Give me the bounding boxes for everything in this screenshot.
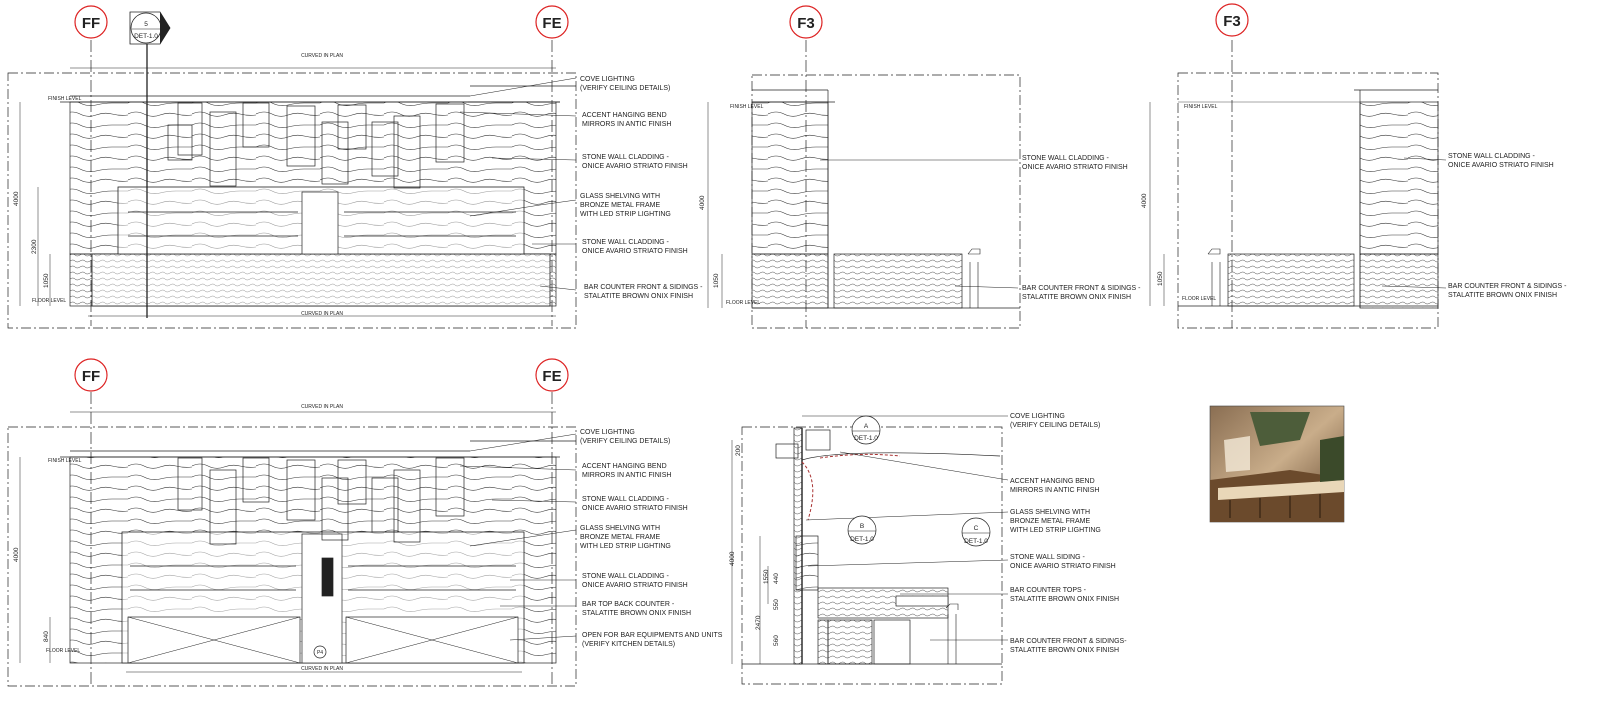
note-stone-cladding-2: STONE WALL CLADDING -ONICE AVARIO STRIAT… — [582, 239, 688, 255]
note-bar-top-back: BAR TOP BACK COUNTER -STALATITE BROWN ON… — [582, 601, 691, 617]
svg-text:FE: FE — [542, 368, 561, 385]
floor-level-label-2: FLOOR LEVEL — [726, 300, 760, 306]
note-cove-lighting-1: COVE LIGHTING(VERIFY CEILING DETAILS) — [580, 76, 670, 92]
note-bar-counter-front-1: BAR COUNTER FRONT & SIDINGS -STALATITE B… — [584, 284, 703, 300]
curved-in-plan-top-2: CURVED IN PLAN — [301, 311, 343, 317]
dim-2470-v5: 2470 — [755, 615, 762, 630]
grid-tag-fe-bottom: FE — [535, 358, 569, 392]
note-bar-counter-front-3: BAR COUNTER FRONT & SIDINGS -STALATITE B… — [1448, 283, 1567, 299]
detail-marker-a: A DET-1.0 — [851, 415, 881, 445]
detail-marker-b: B DET-1.0 — [847, 515, 877, 545]
dim-2300-v1: 2300 — [31, 239, 38, 254]
elevation-top-right — [1149, 40, 1447, 329]
note-bar-counter-front-2: BAR COUNTER FRONT & SIDINGS -STALATITE B… — [1022, 285, 1141, 301]
curved-in-plan-top-1: CURVED IN PLAN — [301, 53, 343, 59]
svg-text:F3: F3 — [1223, 13, 1241, 30]
finish-level-label-1: FINISH LEVEL — [48, 96, 82, 102]
grid-tag-ff-bottom: FF — [74, 358, 108, 392]
note-bar-counter-tops: BAR COUNTER TOPS -STALATITE BROWN ONIX F… — [1010, 587, 1119, 603]
grid-tag-ff-top: FF — [74, 5, 108, 39]
dim-550-v5: 550 — [773, 599, 780, 610]
curved-in-plan-bottom-1: CURVED IN PLAN — [301, 404, 343, 410]
note-stone-cladding-3: STONE WALL CLADDING -ONICE AVARIO STRIAT… — [1022, 155, 1128, 171]
svg-text:A: A — [864, 423, 869, 430]
note-stone-cladding-6: STONE WALL CLADDING -ONICE AVARIO STRIAT… — [582, 573, 688, 589]
leader-lines-top-left — [459, 77, 577, 291]
note-stone-cladding-4: STONE WALL CLADDING -ONICE AVARIO STRIAT… — [1448, 153, 1554, 169]
note-open-for-bar: OPEN FOR BAR EQUIPMENTS AND UNITS(VERIFY… — [582, 632, 723, 648]
render-thumbnail — [1209, 405, 1345, 523]
note-cove-lighting-2: COVE LIGHTING(VERIFY CEILING DETAILS) — [580, 429, 670, 445]
dim-1050-v3: 1050 — [1157, 271, 1164, 286]
curved-in-plan-bottom-2: CURVED IN PLAN — [301, 666, 343, 672]
floor-level-label-3: FLOOR LEVEL — [1182, 296, 1216, 302]
note-bar-counter-front-4: BAR COUNTER FRONT & SIDINGS-STALATITE BR… — [1010, 638, 1127, 654]
svg-text:C: C — [974, 525, 979, 532]
dim-4000-v2: 4000 — [699, 195, 706, 210]
dim-440-v5: 440 — [773, 573, 780, 584]
dim-4000-v3: 4000 — [1141, 193, 1148, 208]
svg-text:DET-1.0: DET-1.0 — [850, 536, 874, 543]
svg-text:DET-1.0: DET-1.0 — [854, 435, 878, 442]
dim-1550-v5: 1550 — [763, 569, 770, 584]
dim-4000-v4: 4000 — [13, 547, 20, 562]
dim-1050-v2: 1050 — [713, 273, 720, 288]
svg-text:5: 5 — [144, 21, 148, 28]
elevation-top-middle — [707, 40, 1021, 329]
svg-text:DET-1.0: DET-1.0 — [964, 538, 988, 545]
finish-level-label-3: FINISH LEVEL — [1184, 104, 1218, 110]
elevation-top-left — [7, 38, 577, 329]
svg-text:FF: FF — [82, 15, 100, 32]
note-cove-lighting-3: COVE LIGHTING(VERIFY CEILING DETAILS) — [1010, 413, 1100, 429]
note-stone-siding: STONE WALL SIDING -ONICE AVARIO STRIATO … — [1010, 554, 1116, 570]
dim-560-v5: 560 — [773, 635, 780, 646]
section-bottom-middle — [731, 415, 1009, 685]
note-stone-cladding-1: STONE WALL CLADDING -ONICE AVARIO STRIAT… — [582, 154, 688, 170]
detail-marker-c: C DET-1.0 — [961, 517, 991, 547]
dim-840-v4: 840 — [43, 631, 50, 642]
note-stone-cladding-5: STONE WALL CLADDING -ONICE AVARIO STRIAT… — [582, 496, 688, 512]
grid-tag-fe-top: FE — [535, 5, 569, 39]
svg-text:DET-1.0: DET-1.0 — [134, 33, 158, 40]
grid-tag-f3-right: F3 — [1215, 3, 1249, 37]
elevation-bottom-left — [7, 392, 577, 687]
finish-level-label-2: FINISH LEVEL — [730, 104, 764, 110]
svg-text:FF: FF — [82, 368, 100, 385]
floor-level-label-4: FLOOR LEVEL — [46, 648, 80, 654]
door-marker-p4: P4 — [317, 650, 323, 656]
dim-4000-v1: 4000 — [13, 191, 20, 206]
grid-tag-f3-middle: F3 — [789, 5, 823, 39]
svg-text:FE: FE — [542, 15, 561, 32]
svg-text:F3: F3 — [797, 15, 815, 32]
finish-level-label-4: FINISH LEVEL — [48, 458, 82, 464]
floor-level-label-1: FLOOR LEVEL — [32, 298, 66, 304]
section-marker: 5 DET-1.0 — [129, 11, 171, 45]
dim-200-v5: 200 — [735, 445, 742, 456]
svg-text:B: B — [860, 523, 864, 530]
dim-4000-v5: 4000 — [729, 551, 736, 566]
dim-1050-v1: 1050 — [43, 273, 50, 288]
